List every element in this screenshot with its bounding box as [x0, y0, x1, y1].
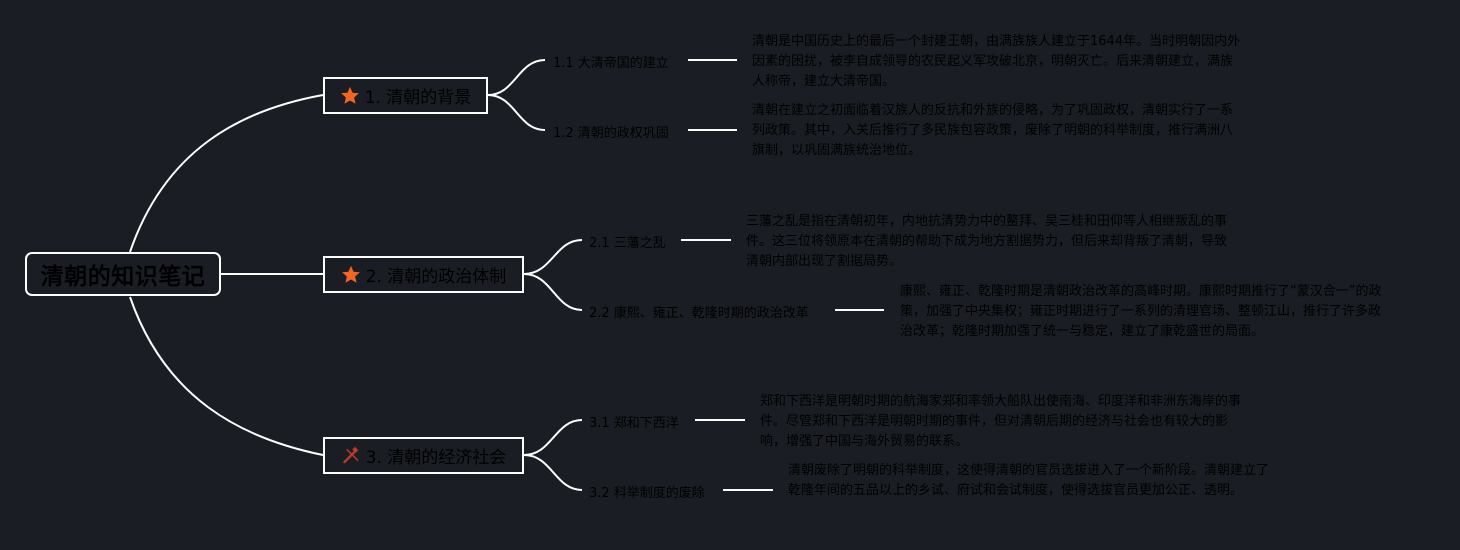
note-1-1: 清朝是中国历史上的最后一个封建王朝，由满族族人建立于1644年。当时明朝因内外因… [752, 34, 1241, 89]
subtopic-2-2[interactable]: 2.2 康熙、雍正、乾隆时期的政治改革 [589, 306, 809, 321]
connector-branch-2-sub-1 [523, 239, 583, 275]
connector-root-branch-3 [129, 296, 324, 456]
connector-branch-1-sub-1 [487, 59, 546, 96]
connector-branch-2-sub-2 [523, 273, 583, 311]
subtopic-3-1[interactable]: 3.1 郑和下西洋 [589, 416, 679, 431]
subtopic-3-2[interactable]: 3.2 科举制度的废除 [589, 486, 705, 501]
connector-branch-1-sub-2 [487, 94, 546, 131]
branch-node-1[interactable]: 1. 清朝的背景 [323, 77, 488, 114]
note-3-2: 清朝废除了明朝的科举制度，这使得清朝的官员选拔进入了一个新阶段。清朝建立了乾隆年… [788, 463, 1270, 498]
branch-label: 3. 清朝的经济社会 [365, 448, 507, 468]
subtopic-2-1[interactable]: 2.1 三藩之乱 [589, 236, 666, 251]
connector-branch-3-sub-2 [523, 454, 583, 491]
star-icon [340, 86, 360, 105]
branch-node-2[interactable]: 2. 清朝的政治体制 [323, 256, 524, 293]
connector-root-branch-1 [129, 94, 324, 253]
star-icon [341, 265, 361, 284]
root-node[interactable]: 清朝的知识笔记 [25, 252, 221, 296]
branch-label: 2. 清朝的政治体制 [365, 267, 507, 287]
subtopic-1-1[interactable]: 1.1 大清帝国的建立 [553, 56, 669, 71]
note-3-1: 郑和下西洋是明朝时期的航海家郑和率领大船队出使南海、印度洋和非洲东海岸的事件。尽… [760, 394, 1242, 449]
branch-label: 1. 清朝的背景 [364, 88, 472, 108]
root-title: 清朝的知识笔记 [40, 264, 206, 290]
tools-icon [341, 446, 361, 465]
note-1-2: 清朝在建立之初面临着汉族人的反抗和外族的侵略，为了巩固政权，清朝实行了一系列政策… [752, 103, 1234, 158]
subtopic-1-2[interactable]: 1.2 清朝的政权巩固 [553, 126, 669, 141]
note-2-2: 康熙、雍正、乾隆时期是清朝政治改革的高峰时期。康熙时期推行了“蒙汉合一”的政策，… [900, 284, 1382, 339]
note-2-1: 三藩之乱是指在清朝初年，内地抗清势力中的鳌拜、吴三桂和田仰等人相继叛乱的事件。这… [746, 214, 1228, 269]
connector-branch-3-sub-1 [523, 419, 583, 456]
branch-node-3[interactable]: 3. 清朝的经济社会 [323, 437, 524, 474]
